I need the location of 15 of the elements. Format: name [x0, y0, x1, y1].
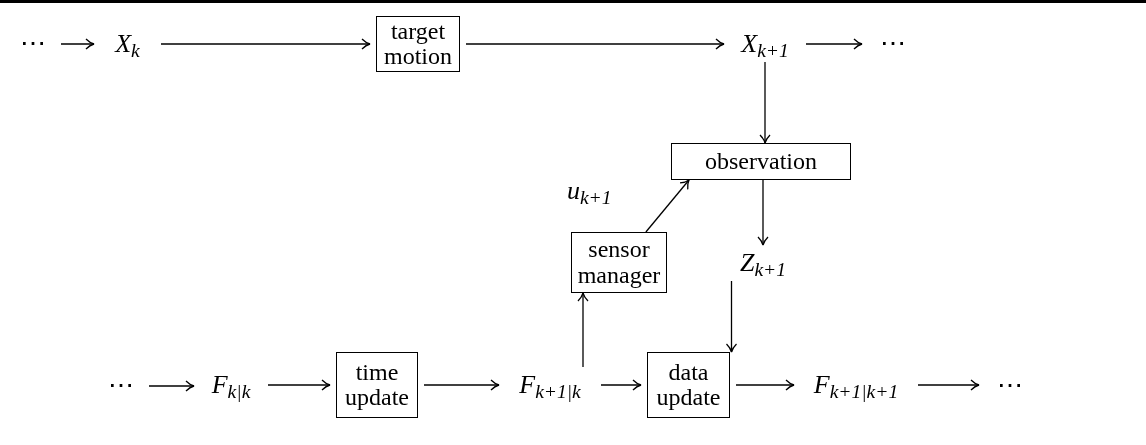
process-box: target motion: [376, 16, 460, 72]
process-box: data update: [647, 352, 730, 418]
math-symbol: X$_{k+1}$: [730, 26, 800, 62]
math-symbol: ⋯: [868, 28, 918, 60]
process-box: sensor manager: [571, 232, 667, 293]
math-symbol: X$_{k}$: [100, 26, 155, 62]
math-symbol: F$_{k|k}$: [200, 367, 262, 403]
process-box: time update: [336, 352, 418, 418]
math-symbol: F$_{k+1|k+1}$: [800, 367, 912, 403]
math-symbol: Z$_{k+1}$: [733, 245, 793, 281]
math-symbol: ⋯: [10, 28, 55, 60]
math-symbol: ⋯: [98, 370, 143, 402]
math-symbol: ⋯: [985, 370, 1035, 402]
math-symbol: F$_{k+1|k}$: [505, 367, 595, 403]
process-box: observation: [671, 143, 851, 180]
